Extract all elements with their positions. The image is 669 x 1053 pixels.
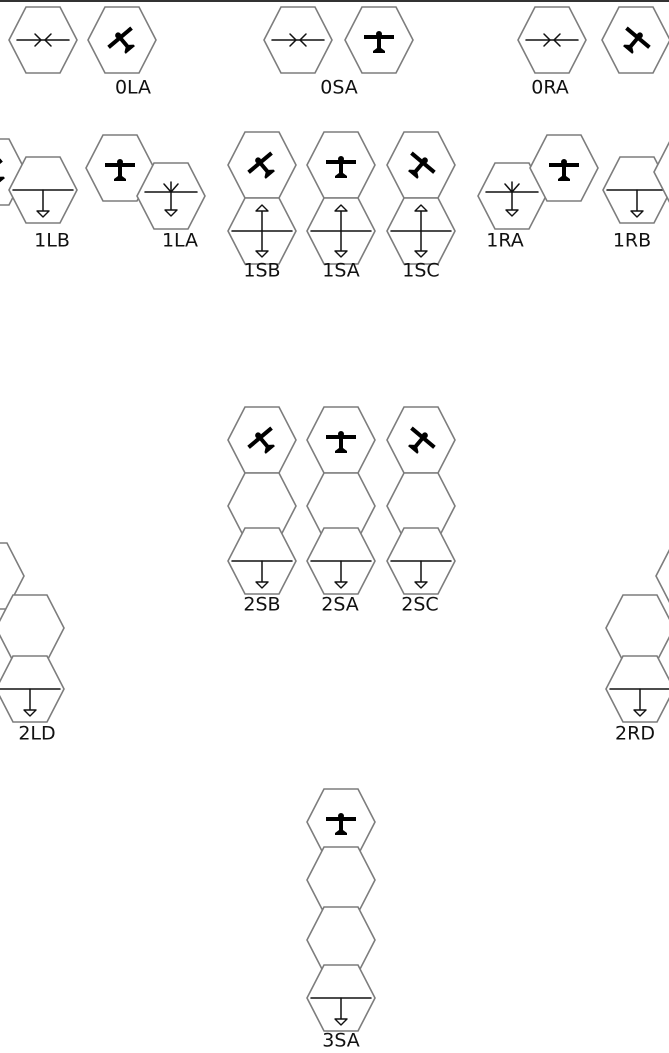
horizontal-arrow-icon: [525, 33, 579, 47]
hex-tile: [655, 549, 669, 603]
horizontal-arrow-icon: [271, 33, 325, 47]
maneuver-code-1sa: 1SA: [322, 260, 360, 282]
plane-level-icon: [105, 159, 135, 181]
plane-bank-left-icon: [107, 26, 135, 54]
hex-tile: [0, 542, 25, 610]
hex-tile: [0, 594, 65, 662]
plane-level-icon: [326, 431, 356, 453]
maneuver-code-2rd: 2RD: [615, 723, 655, 745]
plane-bank-right-icon: [623, 26, 651, 54]
maneuver-code-3sa: 3SA: [322, 1030, 360, 1052]
maneuver-code-2sb: 2SB: [243, 594, 280, 616]
arrow-up-down-icon: [390, 204, 452, 258]
plane-bank-left-icon: [247, 151, 275, 179]
arrow-up-down-icon: [144, 181, 198, 217]
arrow-down-icon: [231, 560, 293, 589]
plane-level-icon: [364, 31, 394, 53]
plane-level-icon: [549, 159, 579, 181]
plane-level-icon: [326, 156, 356, 178]
arrow-down-icon: [606, 189, 668, 218]
hex-layer: [0, 6, 669, 1032]
maneuver-code-1lb: 1LB: [34, 230, 70, 252]
hex-tile: [306, 846, 376, 914]
plane-level-icon: [326, 813, 356, 835]
hex-tile: [605, 594, 669, 662]
arrow-down-icon: [390, 560, 452, 589]
arrow-up-down-icon: [485, 181, 539, 217]
maneuver-code-1ra: 1RA: [486, 230, 524, 252]
plane-bank-right-icon: [408, 426, 436, 454]
maneuver-code-2sc: 2SC: [401, 594, 438, 616]
horizontal-arrow-icon: [16, 33, 70, 47]
arrow-down-icon: [310, 560, 372, 589]
plane-bank-left-icon: [247, 426, 275, 454]
arrow-up-down-icon: [310, 204, 372, 258]
arrow-down-icon: [310, 997, 372, 1026]
maneuver-code-1la: 1LA: [162, 230, 198, 252]
maneuver-code-0sa: 0SA: [320, 77, 358, 99]
plane-bank-right-icon: [408, 151, 436, 179]
hex-tile: [306, 906, 376, 974]
maneuver-code-2sa: 2SA: [321, 594, 359, 616]
maneuver-code-1sc: 1SC: [402, 260, 439, 282]
maneuver-code-1rb: 1RB: [613, 230, 651, 252]
hex-tile: [653, 141, 669, 203]
arrow-up-down-icon: [231, 204, 293, 258]
maneuver-code-1sb: 1SB: [243, 260, 280, 282]
maneuver-code-0la: 0LA: [115, 77, 151, 99]
arrow-down-icon: [0, 688, 61, 717]
maneuver-code-2ld: 2LD: [18, 723, 55, 745]
maneuver-code-0ra: 0RA: [531, 77, 569, 99]
arrow-down-icon: [609, 688, 669, 717]
arrow-down-icon: [12, 189, 74, 218]
